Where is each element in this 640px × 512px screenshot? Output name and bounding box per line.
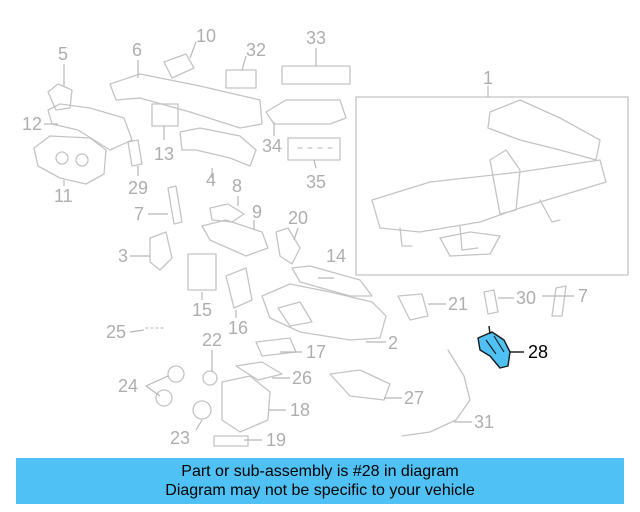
- callout-35: 35: [306, 172, 326, 192]
- part-34: [265, 99, 347, 125]
- callout-2: 2: [388, 333, 398, 353]
- part-33: [281, 65, 351, 85]
- callout-21: 21: [448, 294, 468, 314]
- part-22: [202, 370, 218, 386]
- callout-13: 13: [154, 144, 174, 164]
- callout-3: 3: [118, 246, 128, 266]
- part-7-left: [167, 185, 183, 225]
- callout-22: 22: [202, 330, 222, 350]
- notice-banner: Part or sub-assembly is #28 in diagram D…: [16, 458, 624, 504]
- callout-7-left: 7: [134, 204, 144, 224]
- callout-6: 6: [132, 40, 142, 60]
- callout-34: 34: [262, 136, 282, 156]
- part-31: [401, 349, 471, 437]
- part-28-highlighted: [477, 325, 511, 369]
- callout-29: 29: [128, 178, 148, 198]
- callout-9: 9: [252, 202, 262, 222]
- banner-line-disclaimer: Diagram may not be specific to your vehi…: [165, 482, 475, 499]
- part-12: [47, 103, 133, 151]
- callout-25: 25: [106, 322, 126, 342]
- part-7-right: [551, 285, 567, 317]
- callout-5: 5: [58, 44, 68, 64]
- callout-26: 26: [292, 368, 312, 388]
- part-16: [225, 267, 253, 309]
- part-18: [221, 375, 271, 433]
- part-29: [127, 139, 143, 167]
- part-15: [187, 253, 217, 291]
- callout-10: 10: [196, 26, 216, 46]
- callout-11: 11: [54, 186, 73, 206]
- callout-24: 24: [118, 376, 138, 396]
- part-6: [109, 73, 263, 129]
- part-3: [149, 231, 173, 271]
- part-26: [235, 361, 283, 381]
- part-4: [179, 127, 257, 167]
- callout-17: 17: [306, 342, 326, 362]
- part-5: [47, 83, 73, 111]
- callout-20: 20: [288, 208, 308, 228]
- part-8: [209, 203, 245, 223]
- callout-8: 8: [232, 176, 242, 196]
- callout-1: 1: [483, 68, 493, 88]
- part-10: [163, 53, 195, 79]
- callout-15: 15: [192, 300, 212, 320]
- callout-4: 4: [206, 170, 216, 190]
- part-32: [225, 69, 257, 89]
- leader-lines: [44, 41, 574, 441]
- part-24: [155, 365, 185, 407]
- callout-14: 14: [326, 246, 346, 266]
- callout-31: 31: [474, 412, 494, 432]
- part-35: [287, 137, 341, 161]
- callout-28: 28: [528, 342, 548, 362]
- part-30: [483, 289, 499, 315]
- part-13: [151, 103, 179, 127]
- part-1-instrument-panel-frame: [355, 96, 629, 276]
- parts-diagram: 1 2 3 4 5 6 7 7 8 9 10 11 12 13 14 15 16…: [22, 26, 629, 450]
- callout-27: 27: [404, 388, 424, 408]
- part-23: [192, 400, 212, 420]
- callout-19: 19: [266, 430, 286, 450]
- part-11-cluster-bezel: [33, 135, 107, 185]
- callout-23: 23: [170, 428, 190, 448]
- part-2-lower-panel: [261, 283, 387, 341]
- banner-line-part-info: Part or sub-assembly is #28 in diagram: [181, 463, 459, 480]
- callout-labels: 1 2 3 4 5 6 7 7 8 9 10 11 12 13 14 15 16…: [22, 26, 588, 450]
- part-19: [213, 435, 249, 447]
- callout-30: 30: [516, 288, 536, 308]
- callout-7-right: 7: [578, 286, 588, 306]
- callout-16: 16: [228, 318, 248, 338]
- part-14: [291, 265, 373, 297]
- callout-12: 12: [22, 114, 42, 134]
- part-27: [329, 369, 391, 401]
- part-9: [201, 219, 269, 257]
- part-20: [275, 227, 301, 265]
- part-17: [255, 337, 297, 357]
- part-21: [397, 293, 429, 321]
- callout-32: 32: [246, 40, 266, 60]
- callout-33: 33: [306, 28, 326, 48]
- callout-18: 18: [290, 400, 310, 420]
